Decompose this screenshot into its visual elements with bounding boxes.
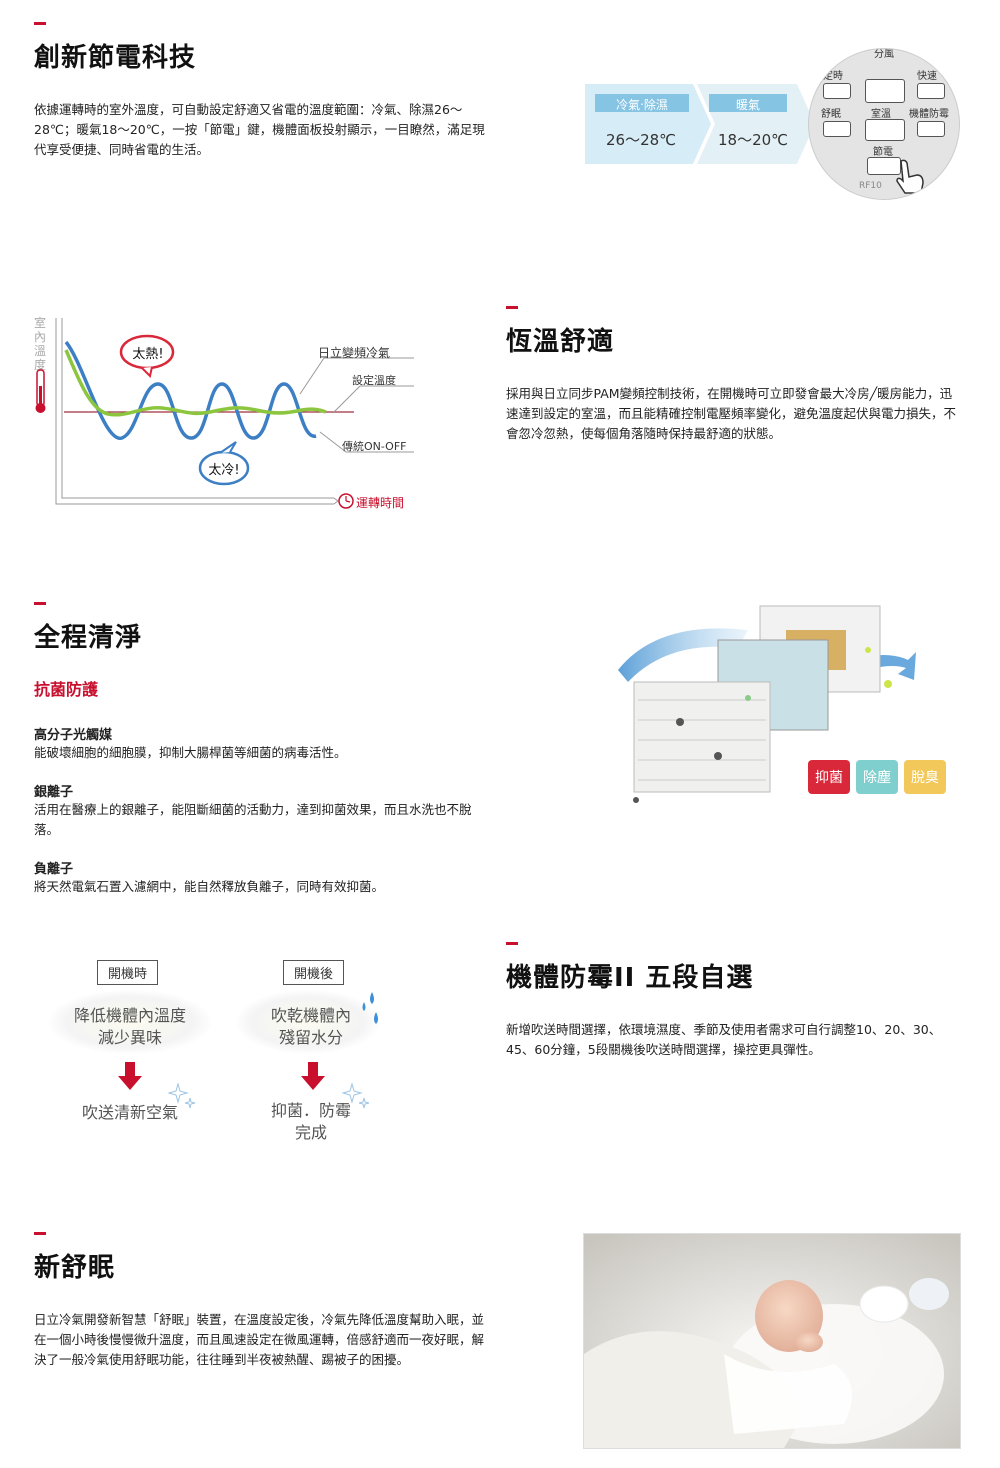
inverter-series-line (64, 349, 327, 417)
section-title: 新舒眠 (34, 1253, 116, 1283)
flow-right-line1: 吹乾機體內 (270, 1006, 351, 1025)
section-energy-saving: 創新節電科技 依據運轉時的室外溫度，可自動設定舒適又省電的溫度範圍：冷氣、除濕2… (34, 22, 494, 160)
legend-inverter: 日立變頻冷氣 (318, 346, 391, 360)
flow-left-line2: 減少異味 (97, 1028, 162, 1047)
legend-set-temperature: 設定溫度 (352, 374, 396, 387)
hot-label: 太熱! (132, 347, 164, 362)
hand-pointer-icon (896, 159, 924, 194)
flow-right-result-line2: 完成 (294, 1123, 327, 1142)
flow-left-line1: 降低機體內溫度 (73, 1006, 186, 1025)
chart-axes (55, 318, 339, 505)
legend-onoff: 傳統ON-OFF (342, 440, 407, 453)
cold-label: 太冷! (208, 463, 240, 478)
remote-key (865, 79, 905, 103)
remote-model-label: RF10 (859, 181, 882, 191)
badge-deodorize: 脫臭 (904, 760, 946, 794)
feature-title: 銀離子 (34, 785, 74, 800)
accent-bar (506, 306, 518, 309)
arrow-down-icon (118, 1062, 142, 1090)
water-drop-icon (362, 992, 378, 1024)
badge-antibacterial: 抑菌 (808, 760, 850, 794)
badge-dust: 除塵 (856, 760, 898, 794)
remote-key (917, 121, 945, 137)
remote-save-key (867, 157, 901, 175)
flow-left-result: 吹送清新空氣 (81, 1103, 178, 1122)
remote-key (823, 83, 851, 99)
section-constant-temp: 恆溫舒適 採用與日立同步PAM變頻控制技術，在開機時可立即發會最大冷房╱暖房能力… (506, 306, 958, 444)
mode-panel-shapes (585, 84, 815, 164)
feature-title: 高分子光觸媒 (34, 728, 113, 743)
feature-item: 高分子光觸媒 能破壞細胞的細胞膜，抑制大腸桿菌等細菌的病毒活性。 (34, 724, 494, 763)
sparkle-icon (342, 1082, 370, 1109)
section-anti-mold: 機體防霉II 五段自選 新增吹送時間選擇，依環境濕度、季節及使用者需求可自行調整… (506, 942, 958, 1060)
mode-cool-value: 26～28℃ (605, 131, 677, 149)
accent-bar (506, 942, 518, 945)
section-body: 新增吹送時間選擇，依環境濕度、季節及使用者需求可自行調整10、20、30、45、… (506, 1022, 942, 1057)
section-subtitle: 抗菌防護 (34, 680, 99, 699)
mode-temperature-panel: 冷氣‧除濕 26～28℃ 暖氣 18～20℃ (585, 84, 815, 164)
cold-bubble (198, 441, 250, 486)
remote-top-label: 分風 (874, 49, 894, 60)
flow-label-start: 開機時 (97, 960, 159, 985)
flow-right-line2: 殘留水分 (278, 1028, 343, 1047)
chart-ylabel: 室內溫度 (34, 316, 47, 372)
mode-heat-value: 18～20℃ (717, 131, 789, 149)
flow-label-after: 開機後 (283, 960, 345, 985)
accent-bar (34, 1232, 46, 1235)
glow-bg (236, 990, 380, 1054)
feature-text: 能破壞細胞的細胞膜，抑制大腸桿菌等細菌的病毒活性。 (34, 745, 347, 760)
hot-bubble (119, 334, 175, 378)
sparkle-icon (168, 1082, 196, 1109)
section-title: 機體防霉II 五段自選 (506, 963, 754, 993)
chart-xlabel: 運轉時間 (356, 496, 405, 510)
feature-text: 活用在醫療上的銀離子，能阻斷細菌的活動力，達到抑菌效果，而且水洗也不脫落。 (34, 802, 472, 837)
remote-save-label: 節電 (873, 147, 893, 158)
remote-key (917, 83, 945, 99)
section-body: 依據運轉時的室外溫度，可自動設定舒適又省電的溫度範圍：冷氣、除濕26～28℃；暖… (34, 102, 485, 157)
remote-key (823, 121, 851, 137)
feature-item: 負離子 將天然電氣石置入濾網中，能自然釋放負離子，同時有效抑菌。 (34, 858, 494, 897)
flow-right-result-line1: 抑菌．防霉 (270, 1101, 351, 1120)
clock-icon (338, 493, 354, 509)
section-title: 創新節電科技 (34, 43, 197, 73)
flow-left-text: 降低機體內溫度 減少異味 (50, 1005, 210, 1049)
accent-bar (34, 22, 46, 25)
remote-timer-label: 定時 (823, 71, 843, 82)
remote-mold-label: 機體防霉 (909, 109, 949, 120)
arrow-down-icon (301, 1062, 325, 1090)
remote-key (865, 119, 905, 141)
feature-item: 銀離子 活用在醫療上的銀離子，能阻斷細菌的活動力，達到抑菌效果，而且水洗也不脫落… (34, 781, 494, 840)
thermometer-icon (35, 369, 46, 413)
section-body: 採用與日立同步PAM變頻控制技術，在開機時可立即發會最大冷房╱暖房能力，迅速達到… (506, 386, 957, 441)
feature-text: 將天然電氣石置入濾網中，能自然釋放負離子，同時有效抑菌。 (34, 879, 385, 894)
remote-control-illustration: 分風 定時 快速 舒眠 室溫 機體防霉 節電 RF10 (808, 48, 960, 200)
section-body: 日立冷氣開發新智慧「舒眠」裝置，在溫度設定後，冷氣先降低溫度幫助入眠，並在一個小… (34, 1312, 485, 1367)
section-cleaning: 全程清淨 抗菌防護 高分子光觸媒 能破壞細胞的細胞膜，抑制大腸桿菌等細菌的病毒活… (34, 602, 494, 897)
flow-right-result: 抑菌．防霉 完成 (236, 1100, 386, 1144)
filter-illustration (618, 605, 916, 803)
section-title: 恆溫舒適 (506, 327, 615, 357)
section-title: 全程清淨 (34, 623, 143, 653)
glow-bg (48, 990, 212, 1054)
remote-sleep-label: 舒眠 (821, 109, 841, 120)
remote-fast-label: 快速 (917, 71, 937, 82)
comfort-chart-svg (35, 318, 414, 509)
mode-heat-label: 暖氣 (735, 98, 760, 112)
mode-cool-label: 冷氣‧除濕 (616, 98, 668, 112)
remote-room-label: 室溫 (871, 109, 891, 120)
onoff-series-line (64, 340, 317, 440)
flow-right-text: 吹乾機體內 殘留水分 (236, 1005, 386, 1049)
chart-comfort: 室內溫度 (34, 314, 414, 514)
feature-title: 負離子 (34, 862, 74, 877)
accent-bar (34, 602, 46, 605)
sleeping-baby-photo (583, 1233, 961, 1449)
section-sleep: 新舒眠 日立冷氣開發新智慧「舒眠」裝置，在溫度設定後，冷氣先降低溫度幫助入眠，並… (34, 1232, 494, 1370)
